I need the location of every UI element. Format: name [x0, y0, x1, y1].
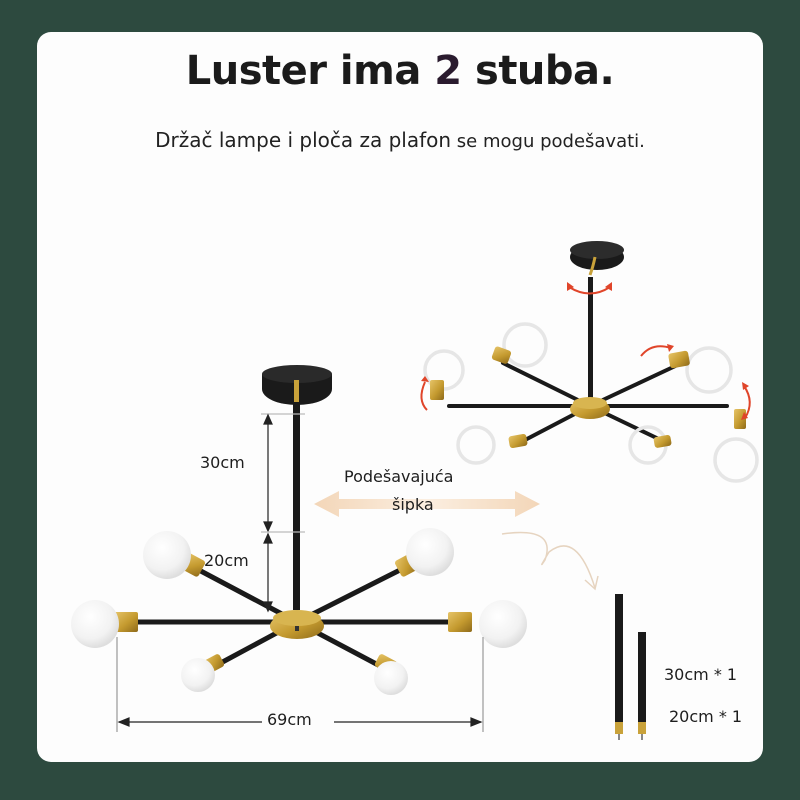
rod-20cm-quantity: 20cm * 1 — [669, 707, 743, 726]
title-number: 2 — [434, 48, 462, 94]
title-text: Luster ima — [185, 48, 435, 94]
adjustable-double-arrow — [314, 491, 540, 517]
page-title: Luster ima 2 stuba. — [37, 48, 763, 94]
main-chandelier — [71, 365, 527, 732]
subtitle-main: Držač lampe i ploča za plafon — [155, 128, 452, 152]
curly-arrow — [501, 531, 596, 589]
bulbs — [71, 528, 527, 695]
product-card: Luster ima 2 stuba. Držač lampe i ploča … — [37, 32, 763, 762]
width-dimension: 69cm — [267, 710, 312, 729]
chandelier-illustrations — [71, 241, 759, 740]
adjustment-chandelier — [420, 241, 759, 483]
upper-rod-dimension: 30cm — [200, 453, 245, 472]
subtitle-small: se mogu podešavati. — [451, 131, 645, 152]
subtitle: Držač lampe i ploča za plafon se mogu po… — [37, 128, 763, 152]
adjustable-rod-label-line2: šipka — [392, 495, 434, 514]
rod-30cm-quantity: 30cm * 1 — [664, 665, 738, 684]
stem-rod — [293, 402, 300, 610]
title-suffix: stuba. — [461, 48, 615, 94]
adjustable-rod-label-line1: Podešavajuća — [344, 467, 454, 486]
spare-rods — [615, 594, 646, 740]
lower-rod-dimension: 20cm — [204, 551, 249, 570]
dimension-lines — [116, 413, 484, 732]
